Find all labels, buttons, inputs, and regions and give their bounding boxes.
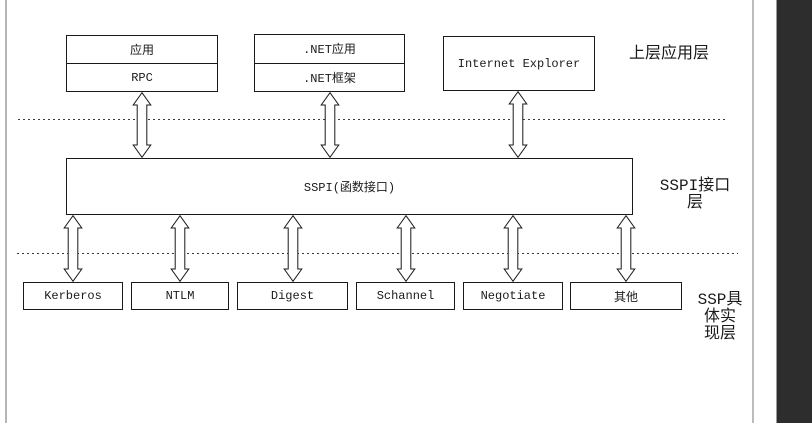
box-internet-explorer: Internet Explorer	[443, 36, 595, 91]
box-schannel: Schannel	[356, 282, 455, 310]
box-digest: Digest	[237, 282, 348, 310]
box-cell-dotnet-framework: .NET框架	[303, 71, 356, 86]
box-cell-digest: Digest	[270, 289, 315, 303]
box-sspi: SSPI(函数接口)	[66, 158, 633, 215]
double-arrow-connector	[320, 92, 340, 158]
label-line: 上层应用层	[628, 45, 709, 63]
scroll-region[interactable]	[776, 0, 812, 423]
box-cell-dotnet-app: .NET应用	[255, 35, 404, 64]
box-cell-rpc: RPC	[131, 70, 153, 85]
double-arrow-connector	[503, 215, 523, 282]
label-line: SSPI接口	[659, 177, 731, 195]
box-cell-other: 其他	[613, 290, 638, 305]
label-upper-application-layer: 上层应用层	[627, 46, 711, 63]
double-arrow-connector	[283, 215, 303, 282]
double-arrow-connector	[170, 215, 190, 282]
label-line: SSP具	[697, 291, 743, 309]
box-other: 其他	[570, 282, 682, 310]
label-sspi-interface-layer: SSPI接口 层	[655, 178, 735, 212]
box-cell-internet-explorer: Internet Explorer	[457, 56, 581, 71]
page-left-edge-line	[5, 0, 7, 423]
box-dotnet: .NET应用 .NET框架	[254, 34, 405, 92]
double-arrow-connector	[63, 215, 83, 282]
box-cell-negotiate: Negotiate	[480, 289, 546, 303]
box-ntlm: NTLM	[131, 282, 229, 310]
box-cell-kerberos: Kerberos	[44, 289, 102, 303]
box-negotiate: Negotiate	[463, 282, 563, 310]
double-arrow-connector	[132, 92, 152, 158]
label-line: 体实	[703, 308, 736, 326]
layer-separator-line-upper	[18, 119, 727, 120]
box-kerberos: Kerberos	[23, 282, 123, 310]
double-arrow-connector	[508, 91, 528, 158]
label-line: 现层	[703, 325, 736, 343]
label-ssp-implementation-layer: SSP具 体实 现层	[680, 292, 760, 343]
box-cell-sspi: SSPI(函数接口)	[303, 181, 396, 195]
double-arrow-connector	[396, 215, 416, 282]
box-cell-schannel: Schannel	[376, 289, 435, 303]
double-arrow-connector	[616, 215, 636, 282]
label-line: 层	[686, 194, 703, 212]
page-right-edge-line	[752, 0, 754, 423]
box-cell-ntlm: NTLM	[165, 289, 195, 303]
layer-separator-line-lower	[17, 253, 738, 254]
box-cell-app: 应用	[67, 36, 217, 64]
box-app-rpc: 应用 RPC	[66, 35, 218, 92]
